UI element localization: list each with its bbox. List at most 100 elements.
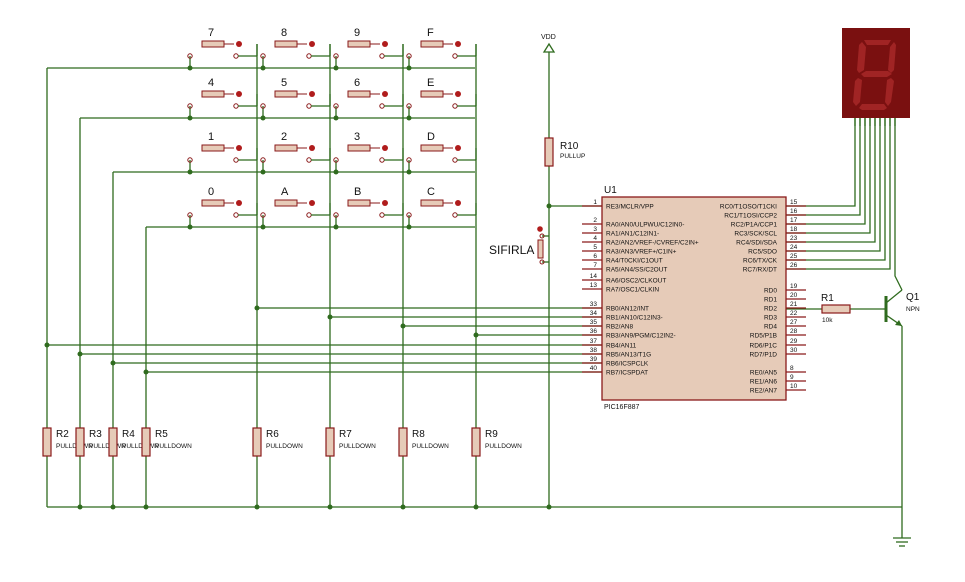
mcu-pin-name: RE2/AN7 [750, 388, 777, 395]
mcu-pin-name: RA7/OSC1/CLKIN [606, 287, 659, 294]
pulldown-name: R3 [89, 429, 102, 440]
mcu-pin-name: RB5/AN13/T1G [606, 352, 651, 359]
keypad-button-4[interactable]: 4 [187, 77, 258, 109]
r10-name: R10 [560, 141, 579, 152]
mcu-pin-number: 19 [790, 283, 798, 290]
keypad-button-label: 2 [281, 131, 287, 143]
reset-button[interactable]: SIFIRLA [489, 226, 549, 265]
mcu-pin-number: 24 [790, 244, 798, 251]
r10-type: PULLUP [560, 153, 585, 160]
keypad-button-8[interactable]: 8 [260, 27, 331, 59]
mcu-pin-number: 5 [593, 244, 597, 251]
microcontroller-u1: U1 PIC16F887 1RE3/MCLR/VPP2RA0/AN0/ULPWU… [582, 185, 806, 411]
mcu-pin-name: RA6/OSC2/CLKOUT [606, 278, 666, 285]
q1-type: NPN [906, 306, 920, 313]
pulldown-name: R6 [266, 429, 279, 440]
pulldown-type: PULLDOWN [56, 443, 93, 450]
mcu-pin-name: RD5/P1B [750, 333, 777, 340]
mcu-pin-number: 16 [790, 208, 798, 215]
mcu-pin-name: RC5/SDO [748, 249, 777, 256]
mcu-pin-number: 10 [790, 383, 798, 390]
keypad-button-F[interactable]: F [406, 27, 477, 59]
mcu-pin-name: RB4/AN11 [606, 343, 637, 350]
mcu-pin-number: 9 [790, 374, 794, 381]
mcu-pin-number: 21 [790, 301, 798, 308]
mcu-pin-number: 39 [590, 356, 598, 363]
mcu-pin-name: RA4/T0CKI/C1OUT [606, 258, 663, 265]
keypad-button-5[interactable]: 5 [260, 77, 331, 109]
keypad-button-label: 1 [208, 131, 214, 143]
mcu-pin-number: 37 [590, 338, 598, 345]
vdd-label: VDD [541, 34, 556, 41]
mcu-pin-number: 34 [590, 310, 598, 317]
keypad-button-9[interactable]: 9 [333, 27, 404, 59]
seven-segment-display [842, 28, 910, 126]
mcu-pin-name: RC3/SCK/SCL [734, 231, 777, 238]
keypad-button-D[interactable]: D [406, 131, 477, 163]
mcu-pin-name: RD2 [764, 306, 777, 313]
mcu-pin-name: RE0/AN5 [750, 370, 777, 377]
mcu-pin-number: 3 [593, 226, 597, 233]
pulldown-type: PULLDOWN [122, 443, 159, 450]
keypad-button-B[interactable]: B [333, 186, 404, 218]
mcu-pin-number: 22 [790, 310, 798, 317]
vdd-terminal: VDD [541, 34, 556, 53]
keypad-button-2[interactable]: 2 [260, 131, 331, 163]
keypad-button-3[interactable]: 3 [333, 131, 404, 163]
resistor-r10: R10 PULLUP [544, 137, 585, 167]
junction-dots [44, 65, 552, 510]
mcu-pin-number: 4 [593, 235, 597, 242]
mcu-pin-name: RB0/AN12/INT [606, 306, 649, 313]
keypad-button-7[interactable]: 7 [187, 27, 258, 59]
mcu-pin-number: 23 [790, 235, 798, 242]
keypad-button-C[interactable]: C [406, 186, 477, 218]
keypad-button-label: 3 [354, 131, 360, 143]
pulldown-type: PULLDOWN [155, 443, 192, 450]
keypad-button-0[interactable]: 0 [187, 186, 258, 218]
mcu-pin-number: 35 [590, 319, 598, 326]
mcu-pin-name: RB3/AN9/PGM/C12IN2- [606, 333, 676, 340]
pulldown-name: R4 [122, 429, 135, 440]
mcu-pin-number: 30 [790, 347, 798, 354]
keypad-button-label: 8 [281, 27, 287, 39]
keypad-button-label: D [427, 131, 435, 143]
pulldown-name: R8 [412, 429, 425, 440]
keypad-button-6[interactable]: 6 [333, 77, 404, 109]
mcu-pin-number: 14 [590, 273, 598, 280]
mcu-pin-number: 40 [590, 365, 598, 372]
mcu-pin-name: RC6/TX/CK [743, 258, 778, 265]
keypad-button-1[interactable]: 1 [187, 131, 258, 163]
mcu-pin-name: RB6/ICSPCLK [606, 361, 649, 368]
resistor-r1: R1 10k [821, 293, 851, 324]
mcu-pin-name: RD1 [764, 297, 777, 304]
mcu-pin-name: RC2/P1A/CCP1 [731, 222, 778, 229]
mcu-pin-name: RE3/MCLR/VPP [606, 204, 654, 211]
keypad-button-A[interactable]: A [260, 186, 331, 218]
mcu-pin-name: RA1/AN1/C12IN1- [606, 231, 659, 238]
keypad-button-E[interactable]: E [406, 77, 477, 109]
